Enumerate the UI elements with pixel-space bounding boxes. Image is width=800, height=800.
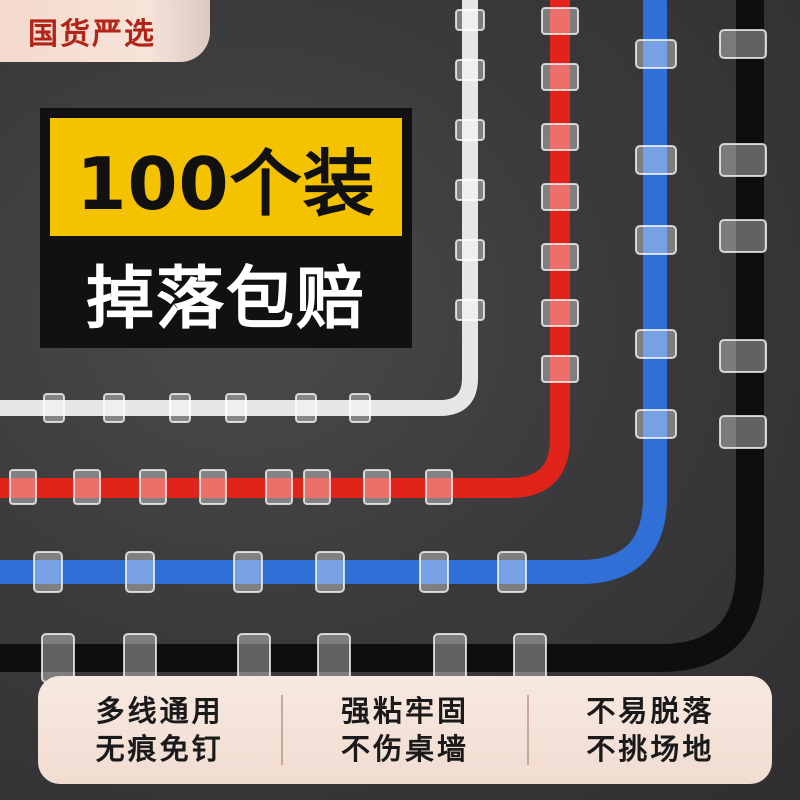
white-cable [0,0,478,416]
brand-badge: 国货严选 [0,0,210,62]
promo-subline-box: 掉落包赔 [40,236,412,348]
feature-divider [281,695,284,765]
blue-cable [0,0,667,584]
promo-panel: 100个装 掉落包赔 [40,108,412,348]
black-cable [0,0,764,672]
promo-headline-box: 100个装 [50,118,402,236]
feature-line-2: 不挑场地 [586,732,715,766]
feature-item: 不易脱落 不挑场地 [529,676,772,784]
feature-line-1: 多线通用 [95,694,224,728]
feature-bar: 多线通用 无痕免钉 强粘牢固 不伤桌墙 不易脱落 不挑场地 [38,676,772,784]
promo-headline: 100个装 [76,141,376,226]
promo-subline: 掉落包赔 [85,259,366,339]
feature-item: 强粘牢固 不伤桌墙 [283,676,526,784]
brand-label: 国货严选 [28,17,156,52]
feature-divider [526,695,529,765]
feature-line-1: 不易脱落 [586,694,715,728]
red-cable [0,0,570,498]
feature-line-1: 强粘牢固 [340,694,469,728]
feature-item: 多线通用 无痕免钉 [38,676,281,784]
feature-line-2: 不伤桌墙 [340,732,469,766]
feature-line-2: 无痕免钉 [95,732,224,766]
